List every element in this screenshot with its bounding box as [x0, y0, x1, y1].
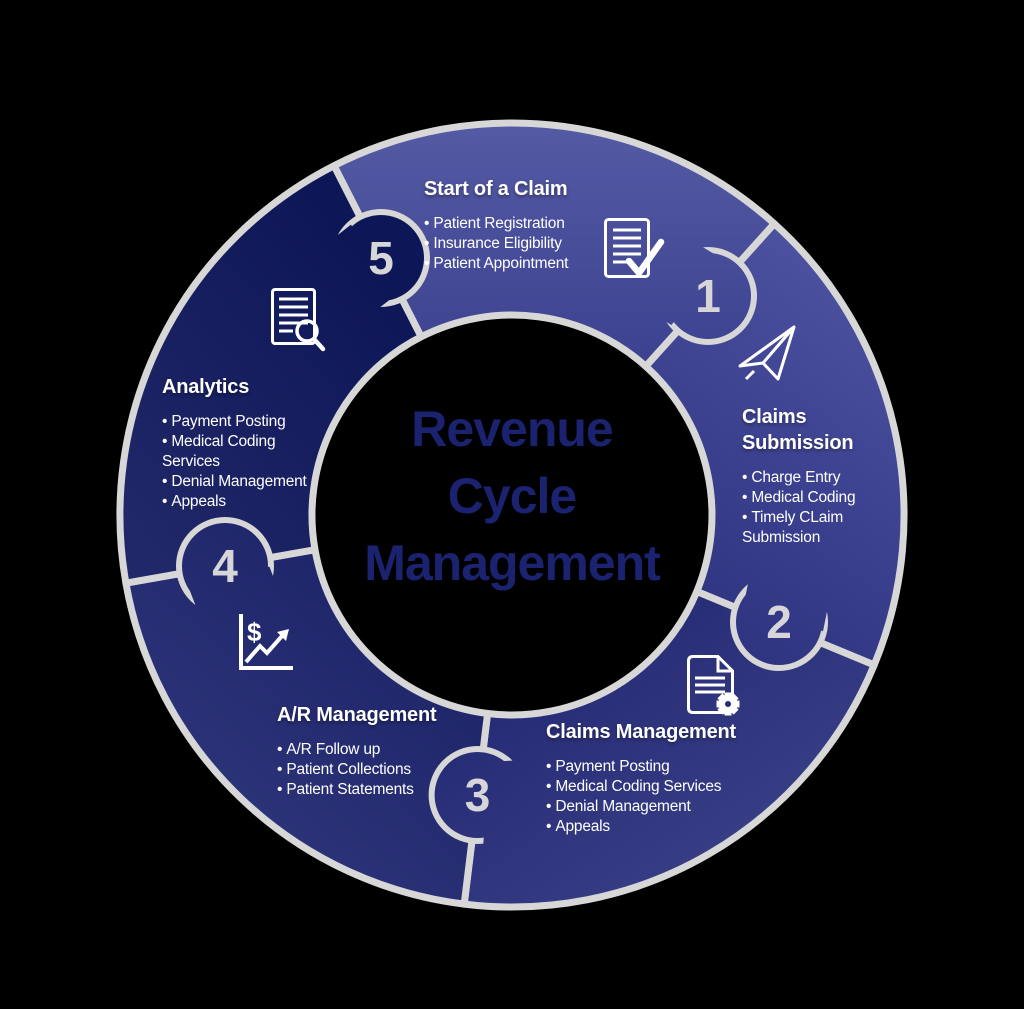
segment-item-list: Charge Entry Medical Coding Timely CLaim… [742, 468, 872, 548]
segment-item: Insurance Eligibility [424, 234, 654, 254]
segment-item: Patient Appointment [424, 254, 654, 274]
segment-item: Patient Registration [424, 214, 654, 234]
segment-title: A/R Management [277, 704, 437, 726]
segment-label-claims-submission: Claims Submission Charge Entry Medical C… [742, 404, 872, 548]
step-number-5: 5 [368, 232, 394, 284]
step-number-1: 1 [695, 270, 721, 322]
segment-label-claims-management: Claims Management Payment Posting Medica… [546, 719, 766, 837]
segment-item: Medical Coding [742, 488, 872, 508]
center-title-line: Revenue [411, 401, 613, 457]
segment-item: Patient Statements [277, 780, 477, 800]
segment-item-list: Payment Posting Medical Coding Services … [546, 757, 766, 837]
segment-item: Appeals [162, 492, 314, 512]
document-search-icon [271, 288, 326, 352]
dollar-growth-chart-icon: $ [239, 614, 293, 670]
segment-item: Appeals [546, 817, 766, 837]
segment-item: Medical Coding Services [162, 432, 314, 472]
segment-item-list: A/R Follow up Patient Collections Patien… [277, 740, 477, 800]
paper-plane-icon [738, 325, 796, 381]
segment-item: Denial Management [162, 472, 314, 492]
segment-label-start-of-a-claim: Start of a Claim Patient Registration In… [424, 176, 654, 274]
segment-item-list: Patient Registration Insurance Eligibili… [424, 214, 654, 274]
segment-item: Denial Management [546, 797, 766, 817]
segment-item: Payment Posting [162, 412, 314, 432]
step-number-2: 2 [766, 596, 792, 648]
segment-title: Start of a Claim [424, 178, 568, 200]
segment-item: Timely CLaim Submission [742, 508, 872, 548]
segment-item: Payment Posting [546, 757, 766, 777]
segment-item: A/R Follow up [277, 740, 477, 760]
segment-label-ar-management: A/R Management A/R Follow up Patient Col… [277, 702, 477, 800]
segment-item: Medical Coding Services [546, 777, 766, 797]
center-title-line: Cycle [447, 468, 577, 524]
segment-item-list: Payment Posting Medical Coding Services … [162, 412, 314, 512]
segment-title: Claims Management [546, 721, 736, 743]
segment-item: Charge Entry [742, 468, 872, 488]
segment-item: Patient Collections [277, 760, 477, 780]
segment-title: Claims Submission [742, 406, 854, 454]
document-gear-icon [687, 655, 740, 716]
knob-neck-2 [744, 525, 844, 632]
dollar-glyph: $ [247, 617, 262, 647]
segment-title: Analytics [162, 376, 250, 398]
step-number-4: 4 [212, 540, 238, 592]
center-title-line: Management [364, 535, 661, 591]
center-title: Revenue Cycle Management [312, 396, 712, 597]
segment-label-analytics: Analytics Payment Posting Medical Coding… [162, 374, 314, 512]
